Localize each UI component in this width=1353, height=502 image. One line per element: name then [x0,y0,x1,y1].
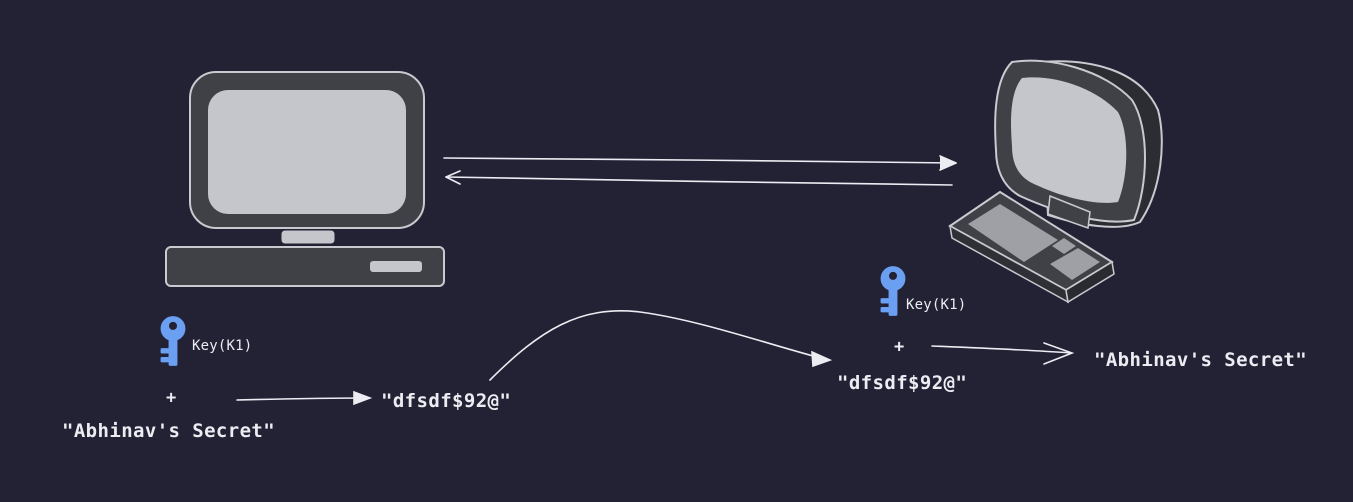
right-ciphertext: "dfsdf$92@" [837,372,968,394]
right-retro-computer-icon [948,59,1163,304]
left-monitor-screen [208,90,406,214]
left-monitor-neck [281,230,335,244]
right-keyboard-numpad-keys [1050,248,1100,280]
left-key-label: Key(K1) [192,338,253,354]
left-key-icon [160,316,186,366]
left-ciphertext: "dfsdf$92@" [381,390,512,412]
left-plus-sign: + [166,388,177,408]
left-encrypt-arrow [236,390,373,406]
arrow-left-to-right-head [939,155,957,171]
left-desktop-computer-icon [165,71,445,287]
network-exchange-arrows [443,155,957,186]
right-monitor-screen [1011,77,1127,203]
transmit-curved-arrow [489,310,833,381]
left-drive-slot [370,261,422,272]
right-keyboard-small-key [1052,238,1076,254]
right-key-label: Key(K1) [906,297,967,313]
right-plus-sign: + [894,337,905,357]
left-plaintext: "Abhinav's Secret" [62,420,276,442]
right-plaintext: "Abhinav's Secret" [1094,349,1308,371]
left-computer-base [165,246,445,287]
right-monitor-stand [1047,194,1091,230]
arrow-left-to-right [443,157,957,164]
right-key-icon [880,266,906,316]
right-decrypt-arrow [931,342,1075,365]
right-keyboard-main-keys [968,204,1058,262]
arrow-right-to-left-head [445,170,461,185]
arrow-right-to-left [445,176,953,186]
right-keyboard-side [1065,260,1115,304]
